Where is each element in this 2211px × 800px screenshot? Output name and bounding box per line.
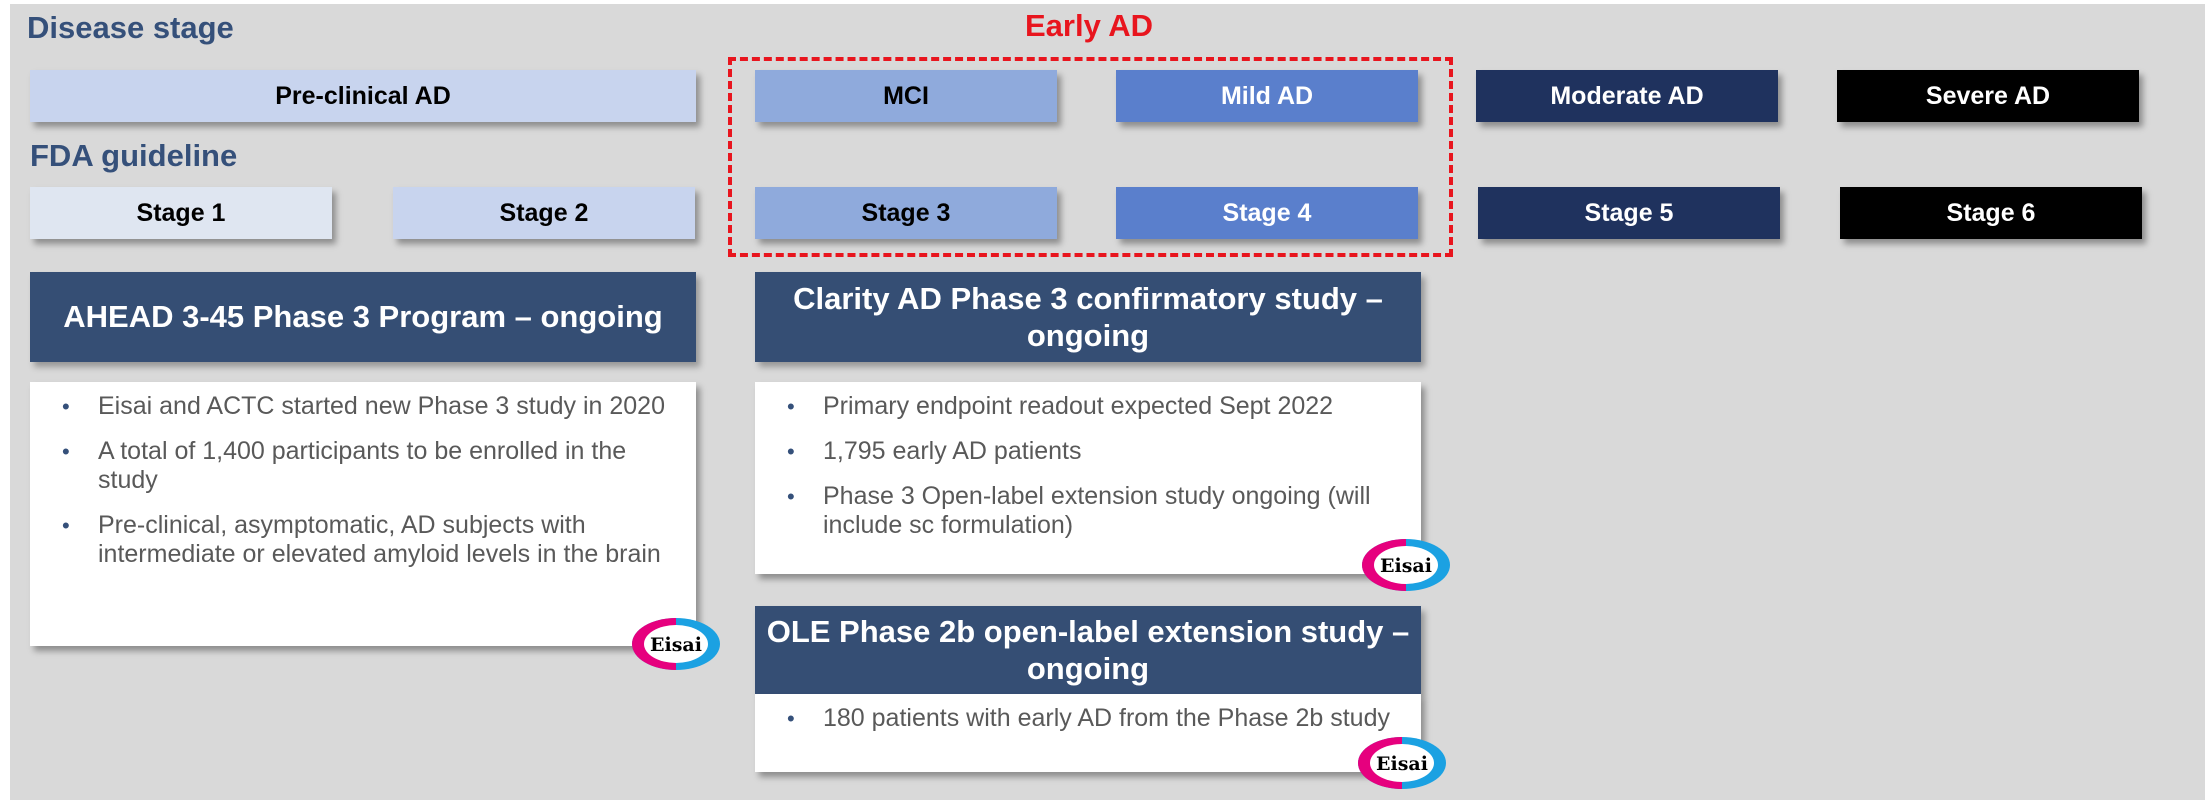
bullet-glyph: • (787, 484, 795, 509)
disease-stage-mci: MCI (755, 70, 1057, 122)
list-item: • A total of 1,400 participants to be enr… (48, 437, 676, 495)
fda-stage-5: Stage 5 (1478, 187, 1780, 239)
disease-stage-mild: Mild AD (1116, 70, 1418, 122)
ole-study-title: OLE Phase 2b open-label extension study … (755, 606, 1421, 694)
ole-study-details: • 180 patients with early AD from the Pha… (755, 694, 1421, 772)
early-ad-label: Early AD (1025, 8, 1154, 43)
clarity-study-title: Clarity AD Phase 3 confirmatory study – … (755, 272, 1421, 362)
list-item: • 1,795 early AD patients (773, 437, 1401, 466)
ahead-bullet-3: Pre-clinical, asymptomatic, AD subjects … (98, 511, 661, 568)
list-item: • Eisai and ACTC started new Phase 3 stud… (48, 392, 676, 421)
disease-stage-severe: Severe AD (1837, 70, 2139, 122)
list-item: • Pre-clinical, asymptomatic, AD subjects… (48, 511, 676, 569)
fda-stage-1: Stage 1 (30, 187, 332, 239)
fda-stage-3: Stage 3 (755, 187, 1057, 239)
clarity-bullet-2: 1,795 early AD patients (823, 437, 1082, 465)
bullet-glyph: • (62, 394, 70, 419)
list-item: • Phase 3 Open-label extension study ongo… (773, 482, 1401, 540)
fda-stage-6: Stage 6 (1840, 187, 2142, 239)
ahead-study-title: AHEAD 3-45 Phase 3 Program – ongoing (30, 272, 696, 362)
bullet-glyph: • (62, 513, 70, 538)
fda-guideline-label: FDA guideline (30, 138, 238, 173)
disease-stage-moderate: Moderate AD (1476, 70, 1778, 122)
ahead-bullet-2: A total of 1,400 participants to be enro… (98, 437, 627, 494)
clarity-bullet-3: Phase 3 Open-label extension study ongoi… (823, 482, 1371, 539)
ole-bullet-1: 180 patients with early AD from the Phas… (823, 704, 1390, 732)
fda-stage-4: Stage 4 (1116, 187, 1418, 239)
eisai-logo-text: Eisai (650, 634, 702, 656)
eisai-logo-text: Eisai (1376, 753, 1428, 775)
eisai-logo-text: Eisai (1380, 555, 1432, 577)
disease-stage-preclinical: Pre-clinical AD (30, 70, 696, 122)
bullet-glyph: • (62, 439, 70, 464)
eisai-logo-icon: Eisai (1362, 539, 1450, 591)
list-item: • 180 patients with early AD from the Pha… (773, 704, 1401, 733)
ahead-bullet-1: Eisai and ACTC started new Phase 3 study… (98, 392, 665, 420)
disease-stage-label: Disease stage (27, 10, 234, 45)
eisai-logo-icon: Eisai (632, 618, 720, 670)
early-ad-highlight-box (728, 57, 1453, 257)
list-item: • Primary endpoint readout expected Sept … (773, 392, 1401, 421)
bullet-glyph: • (787, 439, 795, 464)
fda-stage-2: Stage 2 (393, 187, 695, 239)
ahead-study-details: • Eisai and ACTC started new Phase 3 stud… (30, 382, 696, 646)
bullet-glyph: • (787, 394, 795, 419)
clarity-bullet-1: Primary endpoint readout expected Sept 2… (823, 392, 1334, 420)
clarity-study-details: • Primary endpoint readout expected Sept … (755, 382, 1421, 574)
eisai-logo-icon: Eisai (1358, 737, 1446, 789)
bullet-glyph: • (787, 706, 795, 731)
